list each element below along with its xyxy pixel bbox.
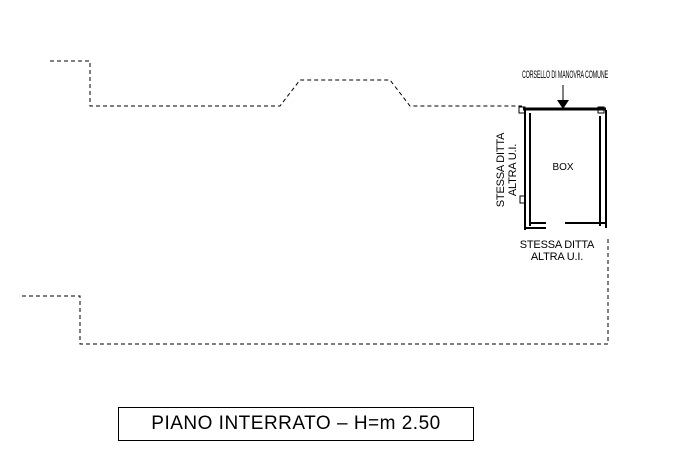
box-label: BOX bbox=[552, 162, 573, 173]
left-label-line1: STESSA DITTA bbox=[495, 132, 507, 207]
arrow-down-icon bbox=[557, 85, 569, 109]
upper-boundary-line bbox=[50, 60, 522, 107]
corner-mark-top-right bbox=[597, 106, 605, 114]
plan-title: PIANO INTERRATO – H=m 2.50 bbox=[151, 413, 441, 434]
corsello-label: CORSELLO DI MANOVRA COMUNE bbox=[522, 69, 608, 81]
lower-boundary-line bbox=[22, 236, 609, 345]
plan-title-box: PIANO INTERRATO – H=m 2.50 bbox=[118, 407, 474, 441]
corner-mark-left bbox=[519, 195, 526, 204]
corner-mark-top-left bbox=[518, 106, 526, 114]
bottom-label-line2: ALTRA U.I. bbox=[531, 251, 583, 263]
left-label-line2: ALTRA U.I. bbox=[507, 144, 519, 196]
bottom-label-line1: STESSA DITTA bbox=[520, 239, 595, 251]
box-unit bbox=[518, 106, 607, 230]
